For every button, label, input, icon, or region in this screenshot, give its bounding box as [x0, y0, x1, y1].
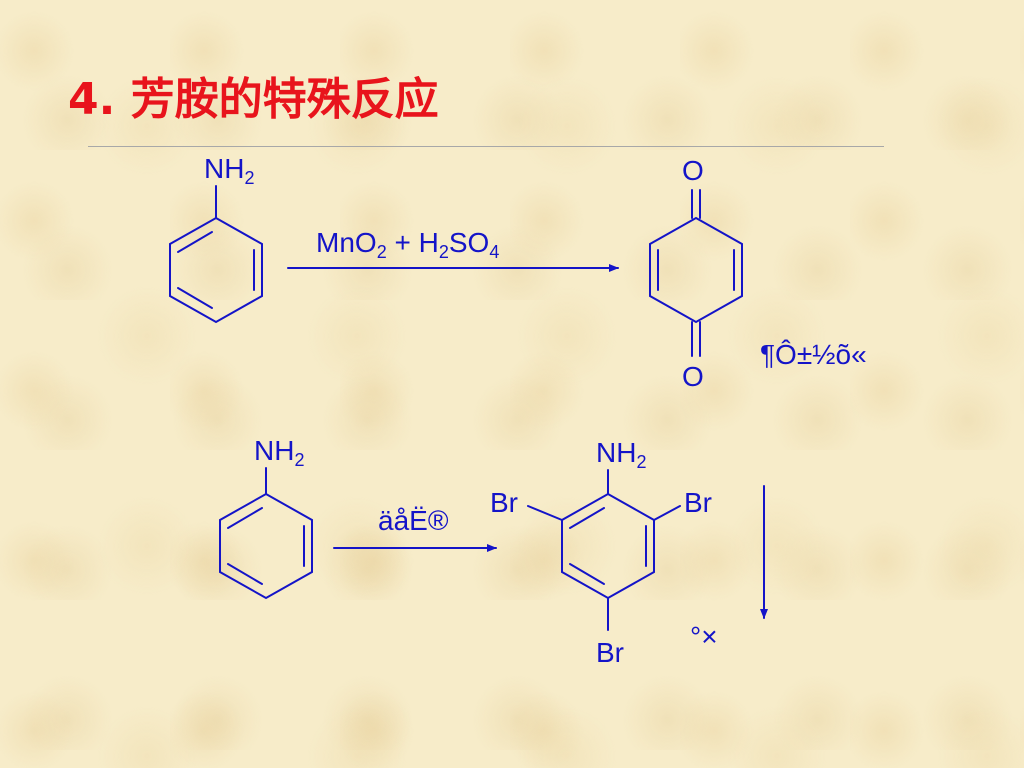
reagent-label: MnO2 + H2SO4 — [316, 227, 499, 262]
bromine-water-reagent: äåË® — [333, 505, 497, 552]
oxidant-reagent: MnO2 + H2SO4 — [287, 227, 619, 272]
carbonyl-oxygen-top: O — [682, 155, 704, 186]
amino-group-label: NH2 — [204, 153, 254, 188]
bromine-bottom: Br — [596, 637, 624, 668]
amino-group-label: NH2 — [596, 437, 646, 472]
reagent-label: äåË® — [378, 505, 449, 536]
quinone-ring — [649, 216, 743, 324]
slide-title: 4. 芳胺的特殊反应 — [68, 74, 439, 125]
precipitate-note: °× — [690, 621, 718, 652]
carbonyl-oxygen-bottom: O — [682, 361, 704, 392]
benzoquinone-structure: O O — [649, 155, 743, 392]
bromine-right: Br — [684, 487, 712, 518]
aniline-structure-1: NH2 — [169, 153, 263, 324]
aniline-structure-2: NH2 — [219, 435, 313, 600]
benzene-ring — [169, 216, 263, 324]
tribromoaniline-structure: NH2 Br Br Br — [490, 437, 712, 668]
amino-group-label: NH2 — [254, 435, 304, 470]
product-name-note: ¶Ô±½õ« — [760, 339, 867, 370]
title-divider — [88, 146, 884, 147]
benzene-ring — [561, 492, 655, 600]
bromine-left: Br — [490, 487, 518, 518]
benzene-ring — [219, 492, 313, 600]
